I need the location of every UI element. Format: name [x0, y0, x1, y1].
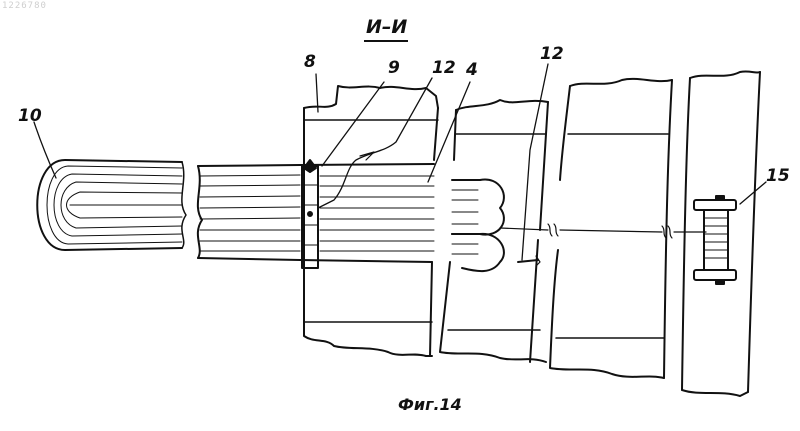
callout-12-left: 12: [432, 60, 456, 77]
figure-caption: Фиг.14: [398, 397, 462, 413]
callout-10: 10: [18, 108, 42, 125]
callout-8: 8: [304, 54, 316, 71]
plate-3: [550, 79, 672, 378]
plate-8: [304, 86, 438, 356]
callout-4: 4: [466, 62, 478, 79]
strands-in-plate: [300, 164, 434, 262]
cable-tip-10: [37, 160, 186, 250]
callout-15: 15: [766, 168, 790, 185]
title-underline: [364, 40, 408, 42]
callout-9: 9: [388, 60, 400, 77]
section-title: И–И: [366, 18, 407, 37]
cable-middle-segment: [198, 165, 300, 260]
tension-wire: [500, 224, 706, 238]
callout-12-right: 12: [540, 46, 564, 63]
spool-15: [694, 196, 736, 284]
